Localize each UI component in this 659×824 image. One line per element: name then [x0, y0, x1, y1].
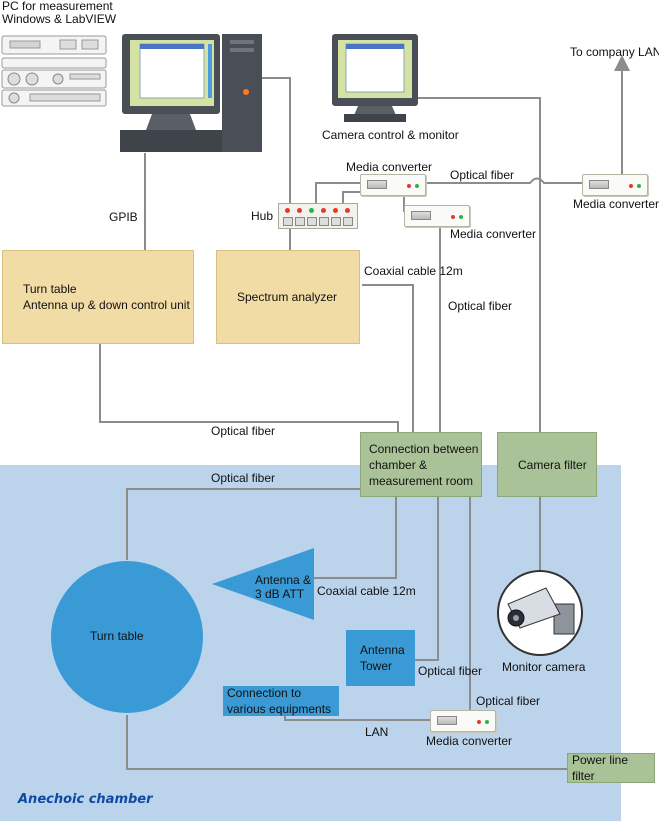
- camera-filter-label: Camera filter: [518, 457, 587, 472]
- optical-fiber-tower-label: Optical fiber: [418, 664, 483, 678]
- wire-hub-mc-top: [315, 182, 360, 203]
- connection-equipments-box: Connection to various equipments: [223, 686, 339, 716]
- optical-fiber-chamber-label: Optical fiber: [211, 471, 276, 485]
- monitor-camera-label: Monitor camera: [502, 660, 586, 674]
- media-converter-top-label: Media converter: [346, 160, 433, 174]
- connection-equip-line2: various equipments: [227, 702, 332, 716]
- antenna-tower-line1: Antenna: [360, 643, 405, 657]
- wire-camera-monitor: [392, 97, 541, 432]
- wire-coax-top: [362, 284, 414, 432]
- optical-fiber-mid-label: Optical fiber: [448, 299, 513, 313]
- media-converter-right-label: Media converter: [573, 197, 659, 211]
- arrow-up-icon: [614, 55, 630, 71]
- power-line-filter-label: Power line filter: [572, 753, 629, 783]
- power-line-filter-box: Power line filter: [567, 753, 655, 783]
- hub-label: Hub: [251, 209, 274, 223]
- camera-control-label: Camera control & monitor: [322, 128, 459, 142]
- coaxial-cable-chamber-label: Coaxial cable 12m: [317, 584, 416, 598]
- connection-line2: chamber &: [369, 457, 428, 472]
- connection-line3: measurement room: [369, 473, 474, 488]
- chamber-title: Anechoic chamber: [18, 792, 153, 807]
- spectrum-analyzer-box: Spectrum analyzer: [216, 250, 360, 344]
- wire-optical-chamber: [126, 488, 360, 560]
- hub-device: [278, 203, 358, 229]
- lan-label: LAN: [365, 725, 389, 739]
- monitor-camera-icon: [497, 570, 583, 656]
- optical-fiber-lower-label: Optical fiber: [211, 424, 276, 438]
- camera-filter-box: Camera filter: [497, 432, 597, 497]
- media-converter-bottom-label: Media converter: [426, 734, 513, 748]
- measurement-pc-icon: [120, 34, 262, 152]
- gpib-label: GPIB: [109, 210, 138, 224]
- turn-table-unit-line1: Turn table: [23, 282, 77, 296]
- coaxial-cable-top-label: Coaxial cable 12m: [364, 264, 463, 278]
- antenna-tower-line2: Tower: [360, 659, 393, 673]
- turn-table-unit-line2: Antenna up & down control unit: [23, 298, 190, 312]
- turn-table-control-unit: Turn table Antenna up & down control uni…: [2, 250, 194, 344]
- optical-fiber-top-label: Optical fiber: [450, 168, 515, 182]
- media-converter-bottom: [430, 710, 496, 732]
- media-converter-top: [360, 174, 426, 196]
- media-converter-right: [582, 174, 648, 196]
- media-converter-mid-label: Media converter: [450, 227, 537, 241]
- antenna-tower-box: Antenna Tower: [346, 630, 415, 686]
- wire-power: [126, 715, 567, 770]
- camera-monitor-icon: [332, 34, 418, 122]
- connection-equip-line1: Connection to: [227, 686, 302, 700]
- wire-optical-turntable-unit: [99, 344, 399, 432]
- optical-fiber-mc-label: Optical fiber: [476, 694, 541, 708]
- pc-title-line1: PC for measurement: [2, 0, 113, 13]
- antenna-label-line2: 3 dB ATT: [255, 587, 305, 601]
- connection-box: Connection between chamber & measurement…: [360, 432, 482, 497]
- turn-table-icon: [51, 561, 203, 713]
- wire-coax-chamber: [308, 497, 397, 579]
- equipment-rack-icon: [1, 35, 107, 107]
- connection-line1: Connection between: [369, 441, 479, 456]
- turn-table-label: Turn table: [90, 629, 144, 643]
- pc-title-line2: Windows & LabVIEW: [2, 12, 117, 26]
- wire-pc-hub: [262, 77, 291, 203]
- antenna-icon: [212, 548, 314, 620]
- media-converter-mid: [404, 205, 470, 227]
- wire-optical-top: [424, 177, 582, 184]
- company-lan-label: To company LAN: [570, 45, 659, 59]
- wire-optical-tower: [415, 497, 439, 661]
- spectrum-analyzer-label: Spectrum analyzer: [237, 290, 338, 304]
- antenna-label-line1: Antenna &: [255, 573, 312, 587]
- wire-lan: [284, 714, 430, 721]
